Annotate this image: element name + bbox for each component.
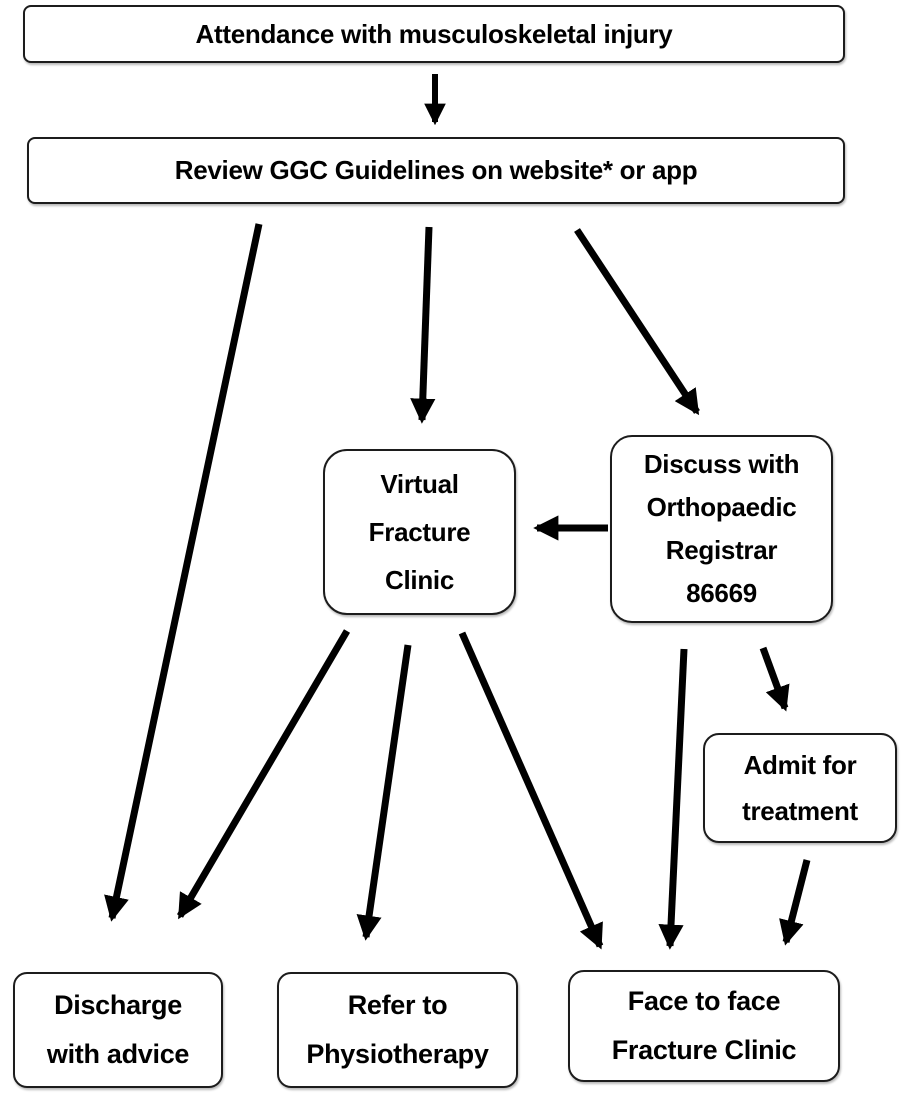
node-line: with advice — [46, 1039, 190, 1069]
arrow-virtual-to-face — [458, 631, 604, 950]
node-virtual-fracture-clinic: Virtual Fracture Clinic — [323, 449, 516, 615]
node-face-to-face-fracture-clinic: Face to face Fracture Clinic — [568, 970, 840, 1082]
node-line: 86669 — [686, 578, 757, 608]
node-line: Admit for — [743, 750, 857, 780]
node-line: treatment — [742, 796, 858, 826]
node-line: Clinic — [385, 565, 454, 595]
arrow-review-to-virtual — [410, 226, 436, 424]
arrow-review-to-discharge — [104, 223, 263, 922]
node-discharge-with-advice: Discharge with advice — [13, 972, 223, 1088]
node-refer-to-physiotherapy: Refer to Physiotherapy — [277, 972, 518, 1088]
node-line: Registrar — [665, 535, 778, 565]
arrow-admit-to-face — [779, 859, 811, 946]
arrow-virtual-to-discharge — [176, 629, 351, 920]
node-line: Discuss with — [643, 449, 800, 479]
node-line: Virtual — [380, 469, 459, 499]
node-line: Refer to — [347, 990, 448, 1020]
node-discuss-orthopaedic-registrar: Discuss with Orthopaedic Registrar 86669 — [610, 435, 833, 623]
node-attendance-label: Attendance with musculoskeletal injury — [195, 18, 673, 49]
node-line: Physiotherapy — [306, 1039, 489, 1069]
arrow-virtual-to-physio — [356, 644, 412, 941]
node-review-label: Review GGC Guidelines on website* or app — [174, 155, 698, 185]
arrow-review-to-discuss — [574, 228, 700, 416]
node-line: Discharge — [54, 990, 182, 1020]
node-line: Fracture — [368, 517, 471, 547]
node-line: Face to face — [627, 986, 781, 1016]
node-attendance: Attendance with musculoskeletal injury — [23, 5, 845, 63]
node-admit-for-treatment: Admit for treatment — [703, 733, 897, 843]
arrow-discuss-to-face — [658, 648, 688, 950]
arrow-discuss-to-admit — [759, 646, 790, 712]
node-line: Orthopaedic — [646, 492, 797, 522]
node-line: Fracture Clinic — [611, 1035, 797, 1065]
node-review: Review GGC Guidelines on website* or app — [27, 137, 845, 204]
